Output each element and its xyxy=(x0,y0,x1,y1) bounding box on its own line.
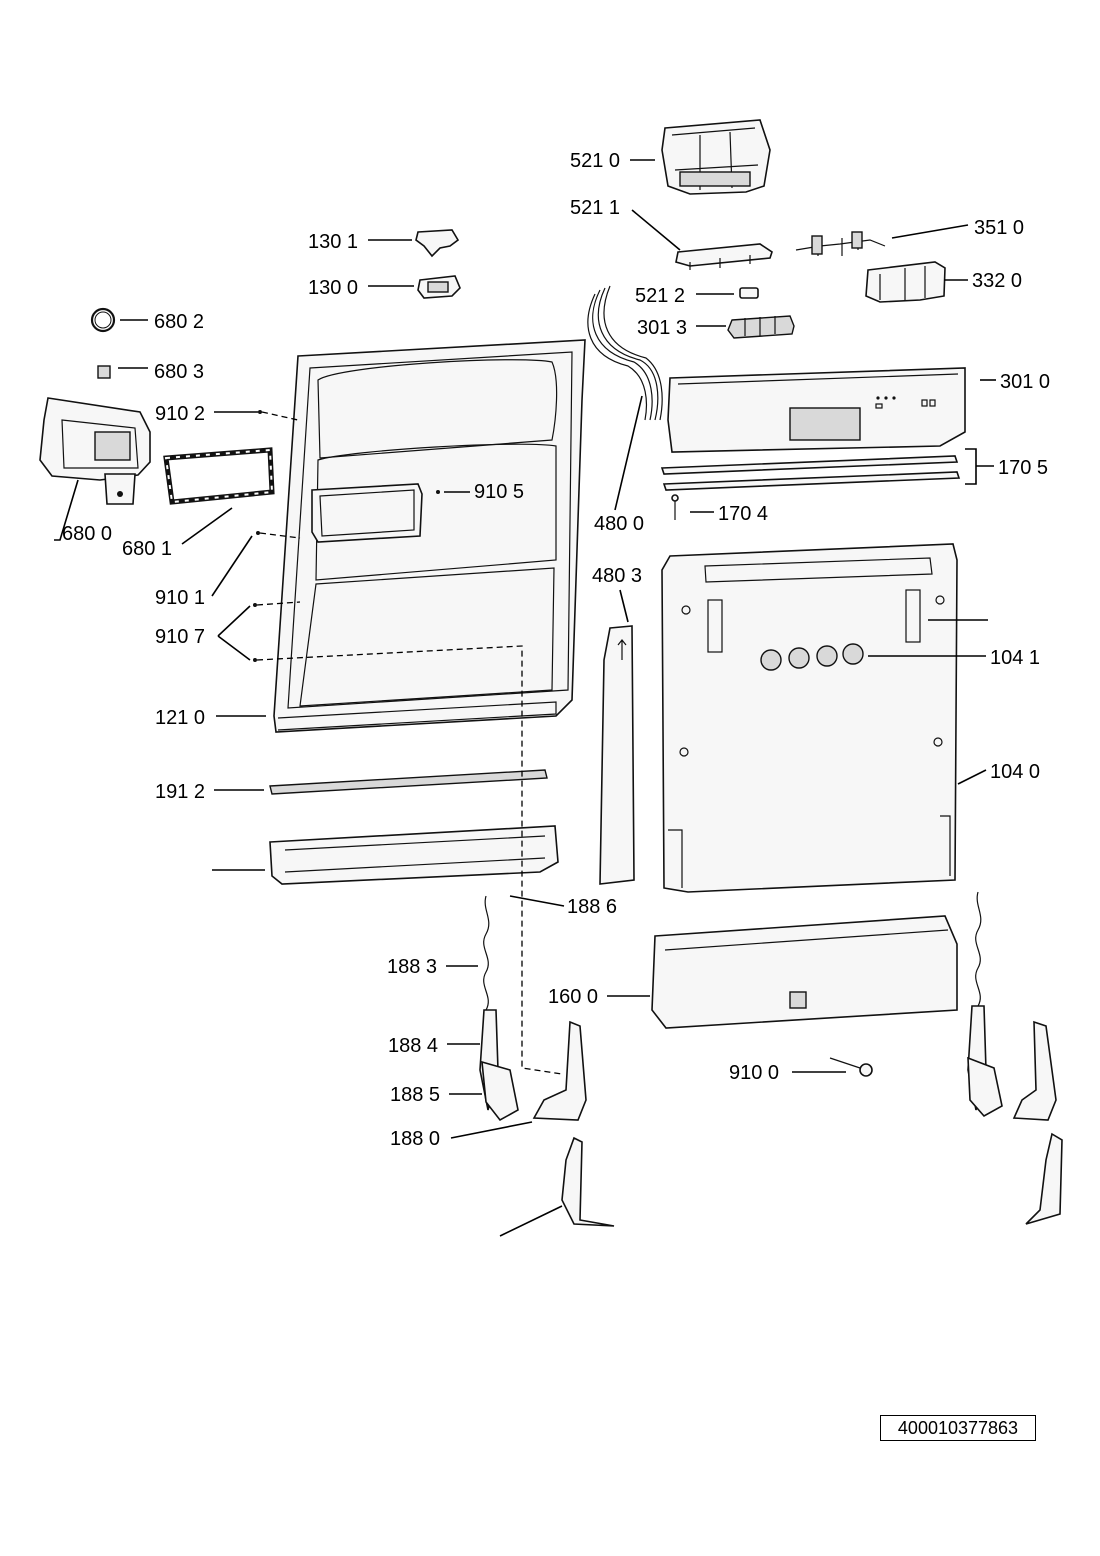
label-332-0: 332 0 xyxy=(972,270,1022,292)
label-910-7: 910 7 xyxy=(155,626,205,648)
label-191-2: 191 2 xyxy=(155,781,205,803)
part-control-panel xyxy=(667,367,966,453)
label-130-1: 130 1 xyxy=(308,231,358,253)
label-680-2: 680 2 xyxy=(154,311,204,333)
label-301-3: 301 3 xyxy=(637,317,687,339)
part-inner-door xyxy=(273,339,586,733)
label-351-0: 351 0 xyxy=(974,217,1024,239)
part-kick-plate xyxy=(651,915,958,1029)
part-191-2-strip xyxy=(269,769,548,795)
part-hinge-right xyxy=(967,891,1057,1121)
part-910-0-screw xyxy=(829,1057,873,1077)
part-480-3-strip xyxy=(599,625,635,885)
label-521-1: 521 1 xyxy=(570,197,620,219)
label-188-3: 188 3 xyxy=(387,956,437,978)
label-170-5: 170 5 xyxy=(998,457,1048,479)
label-480-0: 480 0 xyxy=(594,513,644,535)
part-130-0 xyxy=(417,275,461,299)
assembly-dashed-lines xyxy=(256,411,563,1075)
part-dispenser-gasket xyxy=(163,447,275,505)
label-188-5: 188 5 xyxy=(390,1084,440,1106)
label-910-5: 910 5 xyxy=(474,481,524,503)
part-control-board xyxy=(661,119,771,195)
part-301-3-buttons xyxy=(727,315,795,339)
part-bottom-rail xyxy=(269,825,559,885)
part-board-holder xyxy=(675,243,773,270)
label-480-3: 480 3 xyxy=(592,565,642,587)
part-170-4-screw xyxy=(671,494,679,520)
label-680-3: 680 3 xyxy=(154,361,204,383)
part-lower-bracket-right xyxy=(1025,1132,1063,1225)
leader-lines xyxy=(54,159,996,1237)
part-480-0-cables xyxy=(587,285,663,421)
label-521-2: 521 2 xyxy=(635,285,685,307)
document-code: 400010377863 xyxy=(880,1415,1036,1441)
label-130-0: 130 0 xyxy=(308,277,358,299)
label-910-2: 910 2 xyxy=(155,403,205,425)
label-680-1: 680 1 xyxy=(122,538,172,560)
part-screws xyxy=(253,410,440,662)
label-188-0: 188 0 xyxy=(390,1128,440,1150)
part-680-3 xyxy=(97,365,111,379)
label-170-4: 170 4 xyxy=(718,503,768,525)
part-170-5-strips xyxy=(660,455,961,491)
part-hinge-left xyxy=(479,895,587,1122)
part-wire-harness xyxy=(795,231,886,256)
label-121-0: 121 0 xyxy=(155,707,205,729)
label-188-6: 188 6 xyxy=(567,896,617,918)
part-332-0 xyxy=(865,261,946,303)
part-130-1 xyxy=(415,229,460,258)
label-188-4: 188 4 xyxy=(388,1035,438,1057)
label-301-0: 301 0 xyxy=(1000,371,1050,393)
label-104-1: 104 1 xyxy=(990,647,1040,669)
part-outer-door xyxy=(661,543,958,893)
label-104-0: 104 0 xyxy=(990,761,1040,783)
label-680-0: 680 0 xyxy=(62,523,112,545)
part-521-2 xyxy=(739,287,759,299)
part-labels: 521 0 521 1 351 0 130 1 130 0 521 2 332 … xyxy=(62,150,1050,1150)
label-521-0: 521 0 xyxy=(570,150,620,172)
label-910-1: 910 1 xyxy=(155,587,205,609)
part-detergent-dispenser xyxy=(39,397,151,505)
label-160-0: 160 0 xyxy=(548,986,598,1008)
label-910-0: 910 0 xyxy=(729,1062,779,1084)
part-680-2-ring xyxy=(90,307,116,333)
part-lower-bracket-left xyxy=(561,1136,615,1227)
